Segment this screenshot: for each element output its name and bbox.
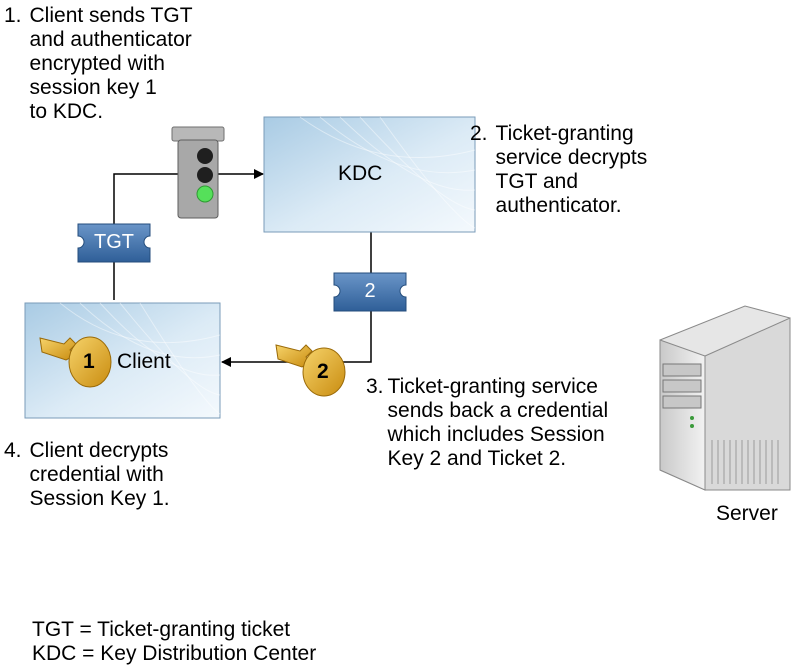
step-1-number: 1.: [4, 4, 22, 27]
step-4-body: Client decrypts credential with Session …: [29, 439, 170, 510]
step-3-number: 3.: [366, 375, 384, 398]
server-icon: [659, 305, 791, 491]
traffic-light-icon: [171, 126, 225, 219]
kdc-label: KDC: [338, 162, 383, 185]
step-1-body: Client sends TGT and authenticator encry…: [29, 4, 193, 123]
step-2-number: 2.: [470, 122, 488, 145]
tgt-ticket-icon: [77, 223, 151, 263]
step-3-text: 3. Ticket-granting service sends back a …: [366, 375, 608, 471]
step-3-body: Ticket-granting service sends back a cre…: [387, 375, 609, 470]
step-4-text: 4. Client decrypts credential with Sessi…: [4, 439, 170, 511]
client-box: [24, 302, 221, 419]
step-2-body: Ticket-granting service decrypts TGT and…: [495, 122, 648, 217]
ticket-2-icon: [333, 272, 407, 312]
kdc-box: [263, 116, 476, 233]
server-label: Server: [716, 502, 778, 525]
tgt-ticket-label: TGT: [94, 231, 134, 253]
legend-line-kdc: KDC = Key Distribution Center: [32, 642, 317, 665]
key-1-label: 1: [83, 350, 95, 373]
client-label: Client: [117, 350, 171, 373]
key-2-label: 2: [317, 360, 329, 383]
step-1-text: 1. Client sends TGT and authenticator en…: [4, 4, 193, 124]
key-1-icon: [39, 336, 112, 388]
step-2-text: 2. Ticket-granting service decrypts TGT …: [470, 122, 647, 218]
legend-line-tgt: TGT = Ticket-granting ticket: [32, 618, 291, 641]
ticket-2-label: 2: [364, 280, 376, 302]
step-4-number: 4.: [4, 439, 22, 462]
key-2-icon: [275, 344, 346, 397]
